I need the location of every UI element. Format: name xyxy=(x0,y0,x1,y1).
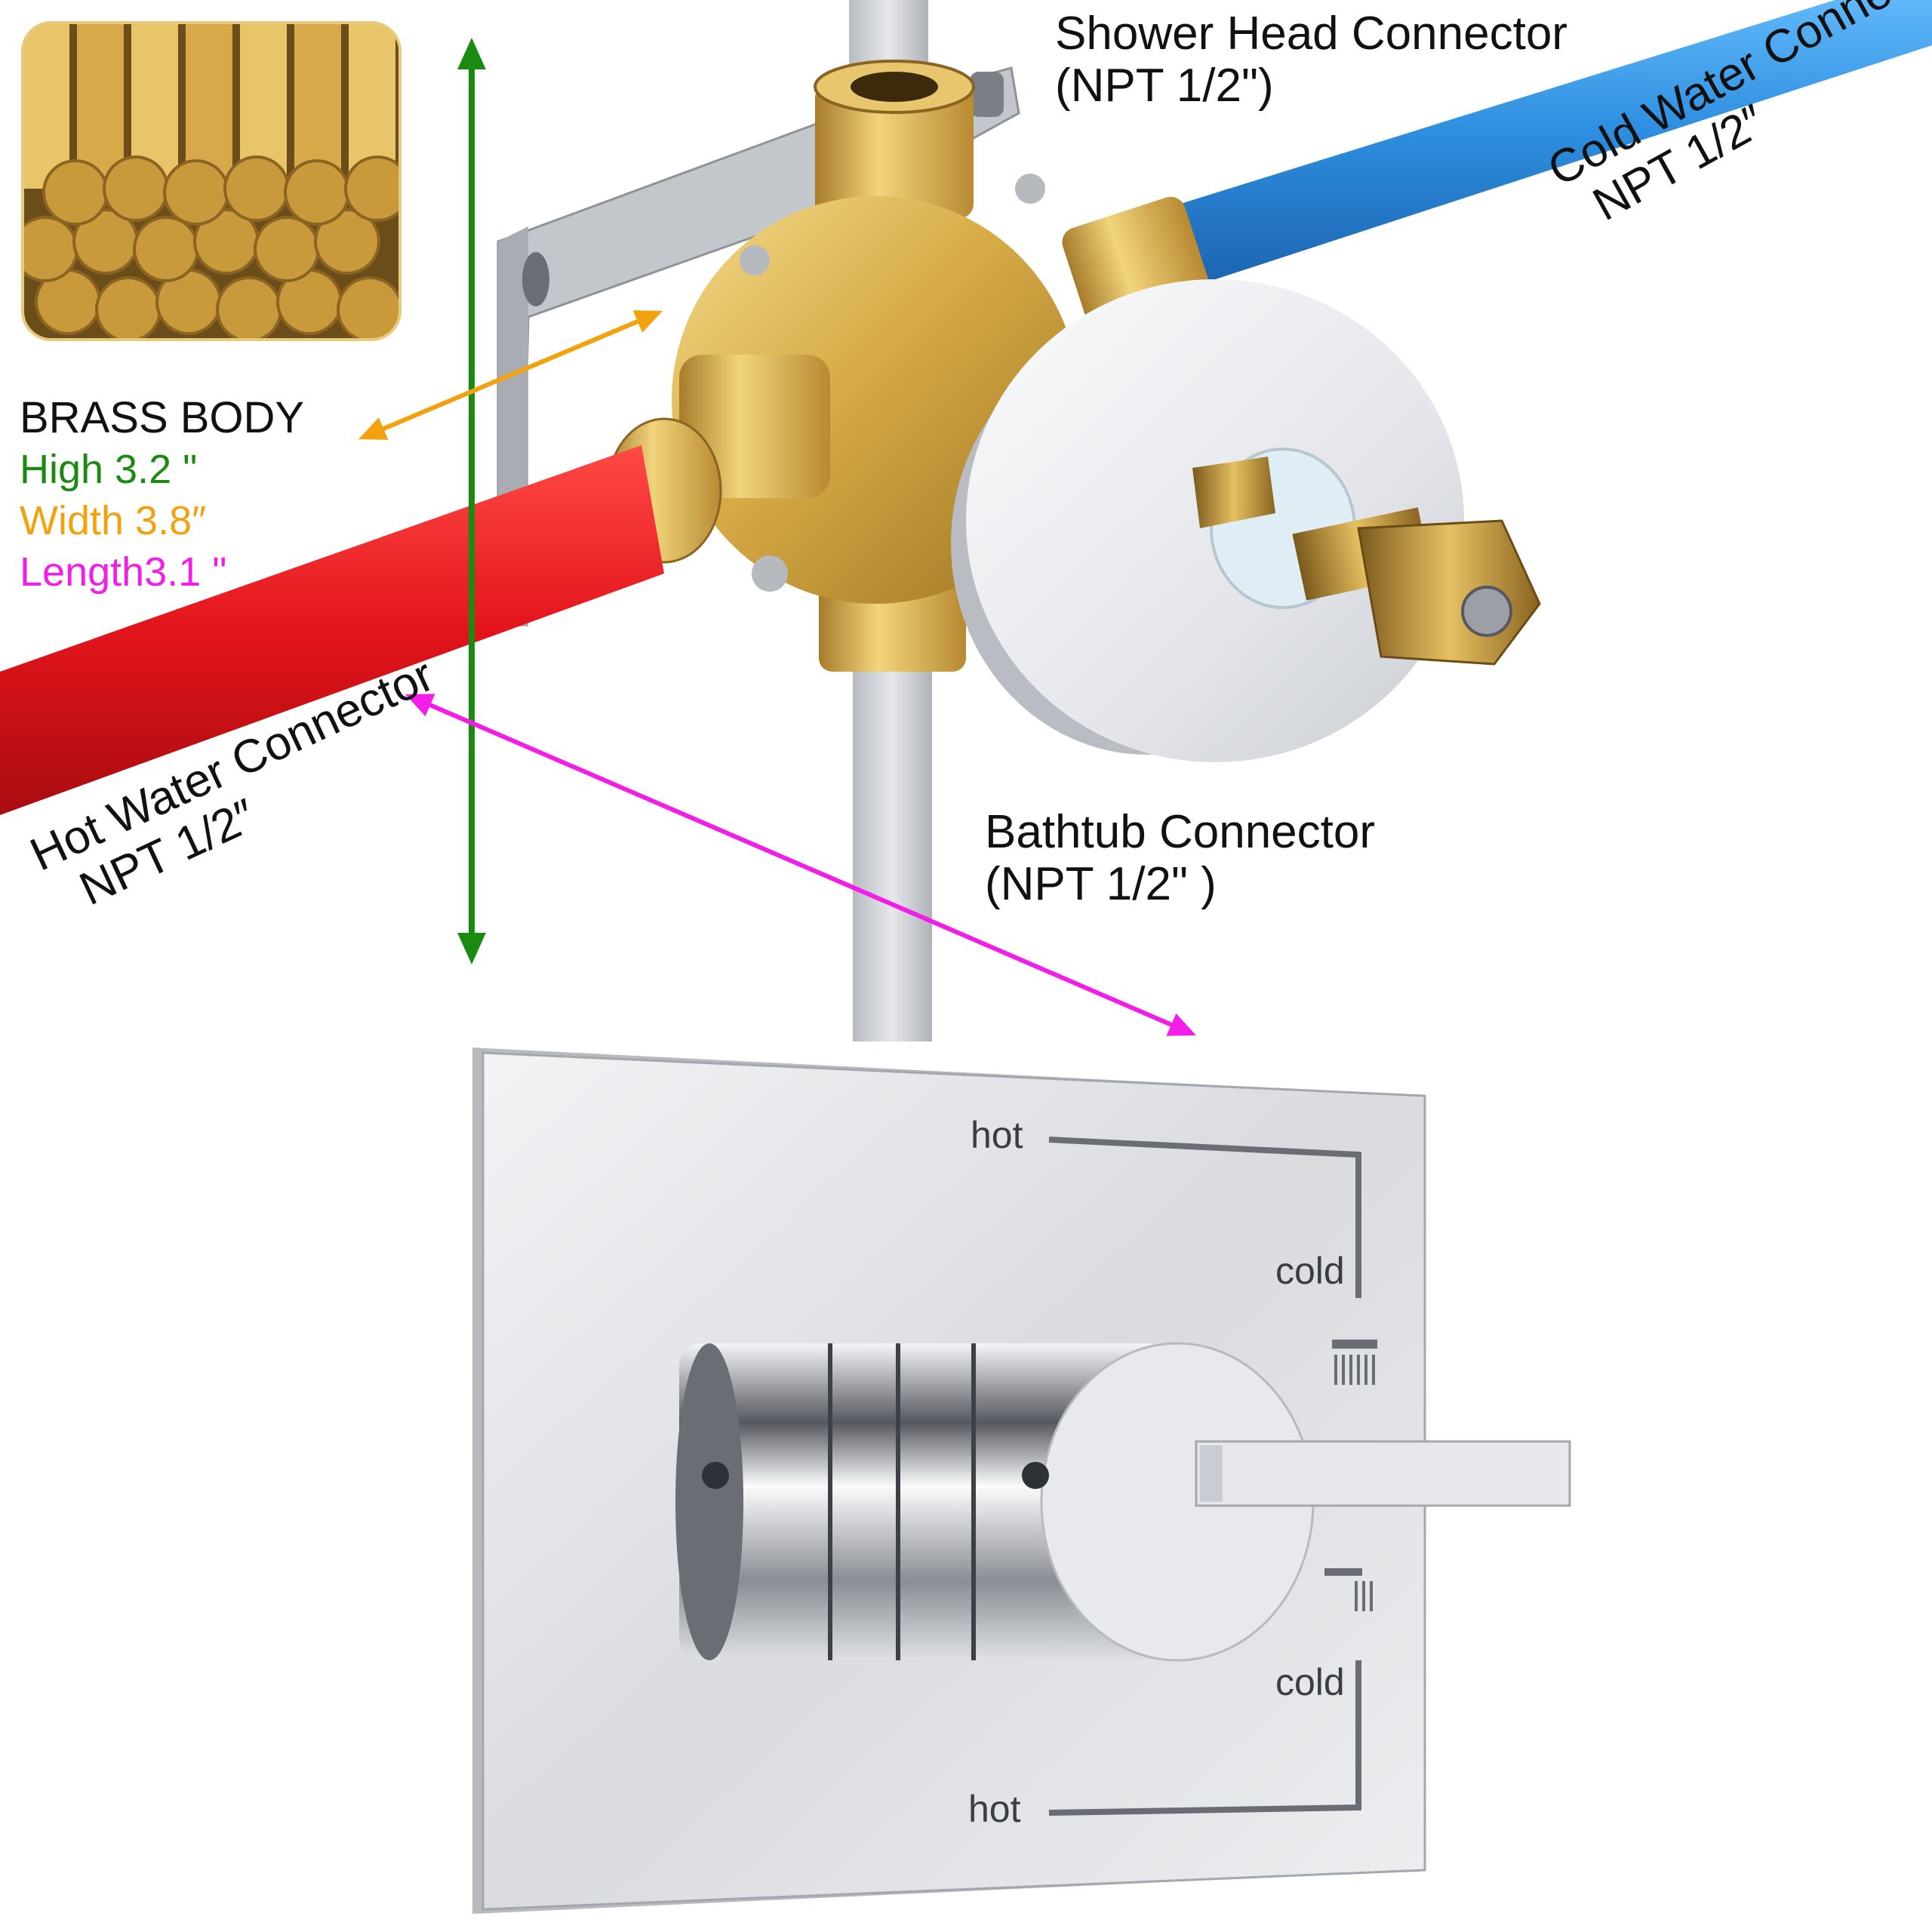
brass-rod-end xyxy=(95,276,162,340)
plate-bottom-cold-label: cold xyxy=(1275,1661,1345,1703)
brass-rod-end xyxy=(337,276,400,340)
handle-lever[interactable] xyxy=(1195,1440,1571,1507)
brass-rod-end xyxy=(344,155,400,222)
hot-water-pipe xyxy=(0,445,664,815)
dimension-width: Width 3.8″ xyxy=(20,498,207,543)
brass-rod-end xyxy=(284,159,350,226)
valve-stem xyxy=(1192,457,1541,666)
dimension-height: High 3.2 " xyxy=(20,447,198,492)
brass-rod-end xyxy=(314,208,380,275)
dimension-length: Length3.1 " xyxy=(20,549,227,595)
shower-head-connector-label: Shower Head Connector (NPT 1/2") xyxy=(1055,8,1567,112)
brass-rods-photo xyxy=(21,21,401,341)
tub-pipe xyxy=(853,657,932,1041)
bathtub-connector-label: Bathtub Connector (NPT 1/2" ) xyxy=(985,806,1376,911)
brass-body-title: BRASS BODY xyxy=(20,393,305,442)
brass-rod xyxy=(23,23,69,189)
height-dimension-arrow xyxy=(457,38,486,964)
handle-knob[interactable] xyxy=(675,1342,1315,1662)
plate-bottom-hot-label: hot xyxy=(968,1788,1021,1830)
brass-rod-end xyxy=(133,216,199,282)
length-dimension-arrow xyxy=(405,694,1196,1036)
plate-top-cold-label: cold xyxy=(1275,1250,1345,1292)
width-dimension-arrow xyxy=(358,310,663,440)
brass-rod-end xyxy=(216,276,282,340)
brass-rod-end xyxy=(254,216,320,282)
brass-rod-end xyxy=(42,159,109,226)
brass-body-dimensions: BRASS BODY High 3.2 " Width 3.8″ Length3… xyxy=(20,392,304,598)
brass-rod-end xyxy=(223,155,290,222)
brass-rod-end xyxy=(163,159,229,226)
brass-rod-end xyxy=(103,155,169,222)
cold-water-pipe xyxy=(1132,0,1932,287)
plate-top-hot-label: hot xyxy=(971,1114,1023,1156)
